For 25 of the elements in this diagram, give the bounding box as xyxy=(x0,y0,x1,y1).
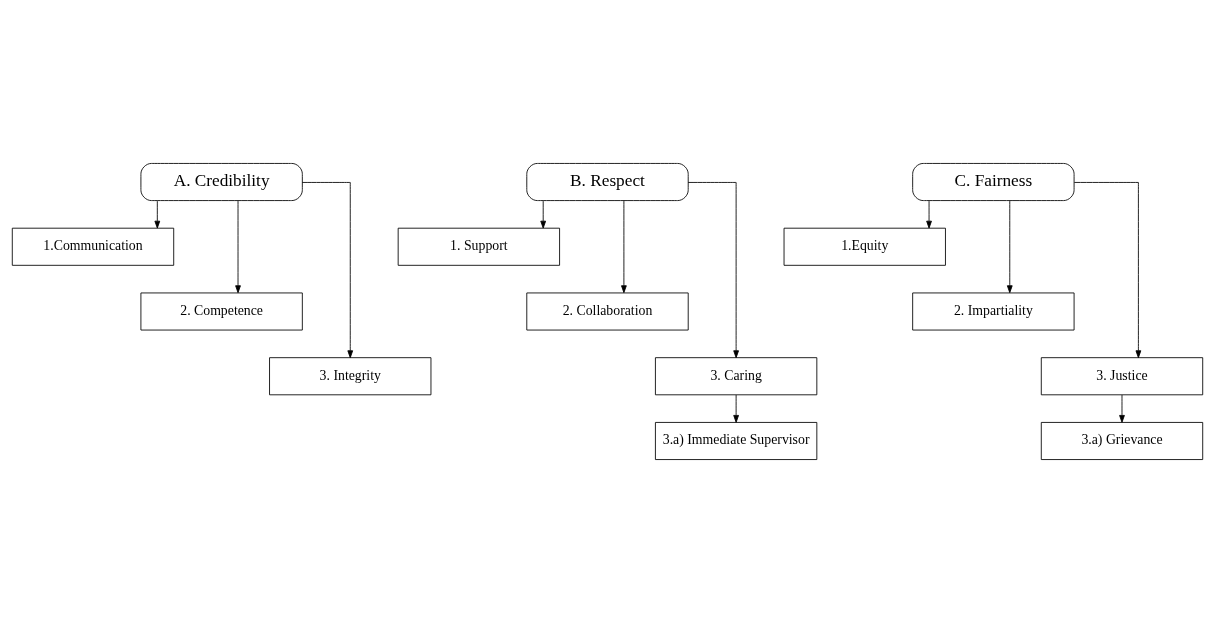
node-box: 1.Equity xyxy=(783,227,946,266)
node-box: B. Respect xyxy=(526,163,689,201)
arrow xyxy=(1006,200,1013,294)
arrow xyxy=(301,182,354,359)
node-box: 2. Impartiality xyxy=(912,292,1075,331)
arrow xyxy=(926,200,932,229)
arrow xyxy=(1119,394,1125,423)
arrow xyxy=(540,200,547,229)
node-box: 3.a) Immediate Supervisor xyxy=(655,422,818,460)
arrow xyxy=(235,200,241,294)
node-box: 3. Justice xyxy=(1040,357,1204,396)
node-box: A. Credibility xyxy=(140,163,303,201)
node-box: 1. Support xyxy=(397,227,560,266)
node-box: 3. Caring xyxy=(655,357,818,396)
arrow xyxy=(687,182,739,359)
node-box: 2. Collaboration xyxy=(526,292,689,331)
node-box: 3.a) Grievance xyxy=(1040,422,1204,460)
node-box: 1.Communication xyxy=(11,227,175,266)
arrow xyxy=(154,200,161,229)
node-box: 3. Integrity xyxy=(269,357,432,396)
arrow xyxy=(621,200,627,294)
node-box: 2. Competence xyxy=(140,292,303,331)
arrow xyxy=(733,394,739,423)
arrow xyxy=(1073,182,1142,359)
node-box: C. Fairness xyxy=(912,163,1075,201)
